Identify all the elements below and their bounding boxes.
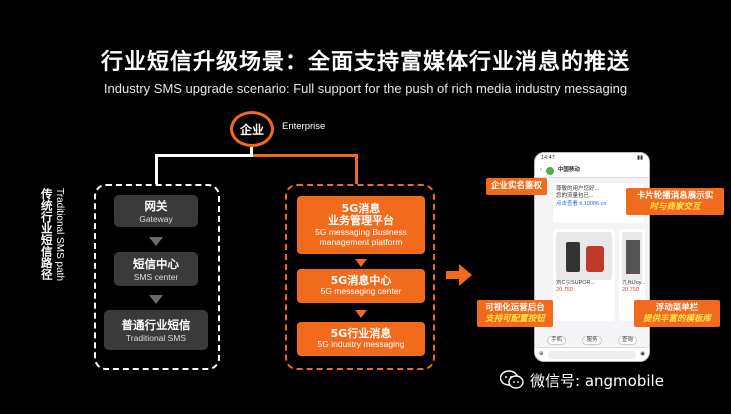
wechat-icon — [500, 370, 524, 389]
5g-path-container — [285, 184, 435, 370]
traditional-path-label-en: Traditional SMS path — [53, 188, 65, 282]
gateway-box: 网关 Gateway — [114, 195, 198, 227]
phone-mockup: 14:47 ▮▮ ‹ 中国移动 尊敬的用户您好... 您的流量包已... 点击查… — [534, 152, 650, 362]
connector — [250, 147, 253, 155]
floating-menu: 手机 服务 查询 — [535, 335, 649, 345]
input-bar[interactable]: ⊕ ◉ — [535, 347, 649, 361]
traditional-sms-box: 普通行业短信 Traditional SMS — [104, 310, 208, 350]
down-arrow-icon — [149, 237, 163, 246]
5g-business-platform-box: 5G消息 业务管理平台 5G messaging Business manage… — [297, 196, 425, 254]
menu-item[interactable]: 服务 — [582, 335, 602, 345]
back-icon[interactable]: ‹ — [540, 166, 542, 173]
down-arrow-icon — [355, 259, 367, 267]
connector — [155, 154, 158, 184]
down-arrow-icon — [355, 310, 367, 318]
wechat-watermark: 微信号: angmobile — [500, 367, 720, 393]
product-image — [556, 232, 612, 280]
sender-name: 中国移动 — [557, 166, 580, 173]
page-title: 行业短信升级场景：全面支持富媒体行业消息的推送 — [100, 50, 630, 75]
5g-messaging-center-box: 5G消息中心 5G messaging center — [297, 269, 425, 303]
menu-item[interactable]: 查询 — [617, 335, 637, 345]
callout-card-carousel: 卡片轮播消息展示实 时与商家交互 — [626, 188, 724, 216]
callout-enterprise-auth: 企业实名鉴权 — [486, 178, 548, 195]
card-carousel[interactable]: 刘C引SUPOR... 20.750 九阳Joy... 20.750 — [553, 229, 649, 321]
wechat-id: 微信号: angmobile — [530, 371, 664, 390]
enterprise-label-zh: 企业 — [239, 122, 264, 137]
avatar — [545, 166, 554, 175]
traditional-path-label-zh: 传统行业短信路径 — [39, 188, 54, 280]
callout-floating-menu: 浮动菜单栏 提供丰富的模板库 — [634, 300, 720, 328]
plus-icon[interactable]: ⊕ — [539, 350, 544, 357]
enterprise-label-en: Enterprise — [282, 121, 326, 132]
5g-industry-messaging-box: 5G行业消息 5G industry messaging — [297, 322, 425, 356]
menu-item[interactable]: 手机 — [547, 335, 567, 345]
product-card[interactable]: 刘C引SUPOR... 20.750 — [553, 229, 615, 321]
traditional-path-container — [94, 184, 220, 370]
down-arrow-icon — [149, 295, 163, 304]
connector — [355, 154, 358, 184]
callout-visual-backend: 可视化运营后台 支持可配置按钮 — [477, 300, 553, 328]
mic-icon[interactable]: ◉ — [640, 350, 645, 357]
traditional-path-label: Traditional SMS path 传统行业短信路径 — [28, 188, 76, 354]
message-input[interactable] — [547, 350, 637, 359]
status-time: 14:47 — [541, 154, 555, 161]
right-arrow-icon — [446, 264, 472, 286]
enterprise-node: 企业 — [230, 111, 274, 147]
sms-center-box: 短信中心 SMS center — [114, 252, 198, 286]
connector — [155, 154, 253, 157]
page-subtitle: Industry SMS upgrade scenario: Full supp… — [103, 81, 628, 96]
battery-icon: ▮▮ — [636, 154, 643, 161]
connector — [253, 154, 358, 157]
product-card[interactable]: 九阳Joy... 20.750 — [619, 229, 645, 321]
